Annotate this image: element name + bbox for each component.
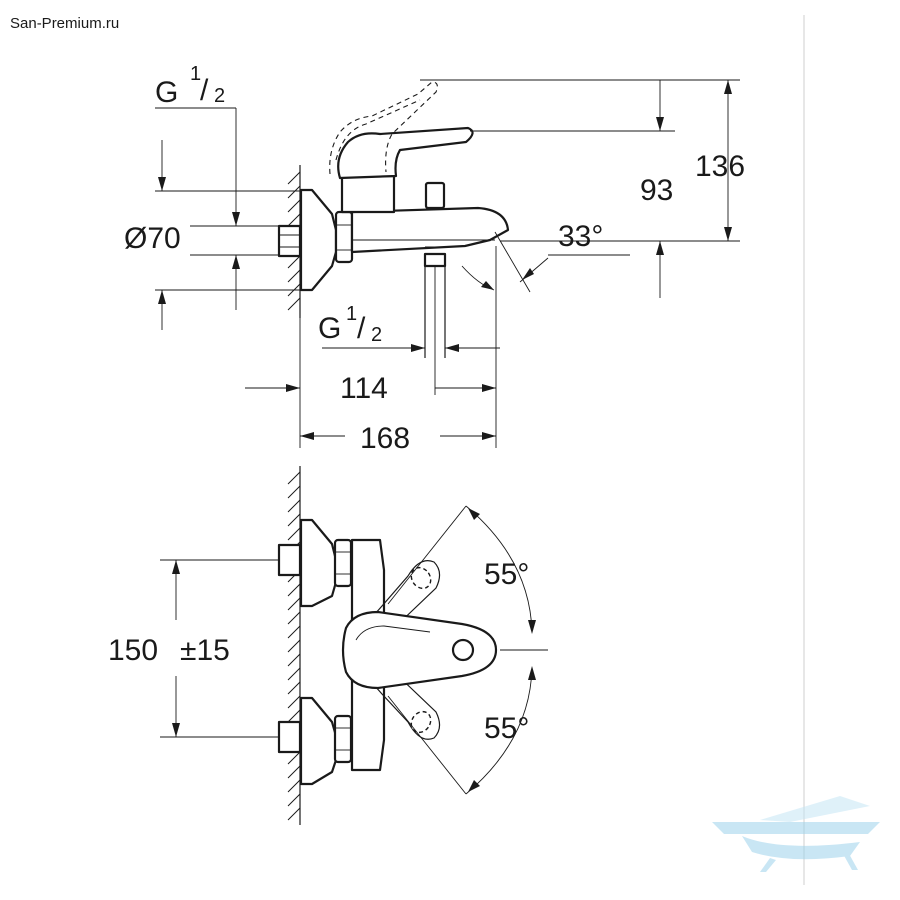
dim-centres	[160, 559, 280, 738]
centres-tolerance-label: ±15	[180, 634, 230, 667]
lower-nipple	[277, 720, 302, 754]
upper-hex-nut	[333, 538, 353, 588]
inlet-thread-slash: /	[200, 74, 209, 107]
dim-inlet-thread	[155, 107, 240, 226]
handle-rotated-down-dashed	[351, 659, 441, 740]
handle-angle-down-label: 55°	[484, 712, 529, 745]
projection-outlet-label: 114	[340, 372, 388, 405]
upper-nipple	[277, 543, 302, 577]
outlet-thread-slash: /	[357, 312, 366, 345]
side-view: G 1 / 2 Ø70	[124, 63, 745, 455]
spout-angle-label: 33°	[558, 220, 603, 253]
escutcheon-side	[299, 188, 338, 292]
dim-spout-angle	[461, 231, 630, 293]
dim-handle-angles	[387, 505, 548, 795]
dim-escutcheon-diameter	[155, 140, 300, 330]
watermark-text: San-Premium.ru	[10, 15, 119, 32]
inlet-thread-den: 2	[214, 85, 225, 107]
height-spout-label: 93	[640, 174, 673, 207]
centres-label: 150	[108, 634, 158, 667]
lever-handle	[337, 126, 474, 180]
lower-escutcheon	[299, 696, 338, 786]
dim-heights	[420, 79, 740, 298]
hex-nut-side	[334, 210, 354, 264]
wall-front	[287, 466, 301, 825]
dim-outlet-thread	[322, 344, 500, 352]
lever-handle-front	[341, 610, 498, 690]
mixer-body-side	[350, 206, 510, 254]
escutcheon-diameter-label: Ø70	[124, 222, 181, 255]
lower-hex-nut	[333, 714, 353, 764]
outlet-thread-g: G	[318, 312, 341, 345]
upper-escutcheon	[299, 518, 338, 608]
cartridge-column	[340, 174, 396, 214]
inlet-thread-num: 1	[190, 63, 201, 85]
dim-projections	[245, 246, 497, 448]
front-view: 150 ±15 55° 55°	[108, 466, 548, 825]
height-total-label: 136	[695, 150, 745, 183]
handle-rotated-up-dashed	[351, 560, 441, 641]
inlet-thread-g: G	[155, 76, 178, 109]
outlet-thread-num: 1	[346, 303, 357, 325]
lever-handle-button	[451, 638, 475, 662]
bathtub-logo	[712, 796, 880, 872]
outlet-thread-den: 2	[371, 324, 382, 346]
projection-total-label: 168	[360, 422, 410, 455]
handle-angle-up-label: 55°	[484, 558, 529, 591]
outlet-stub	[423, 252, 447, 268]
inlet-nipple	[277, 224, 302, 258]
diverter-knob	[424, 181, 446, 210]
